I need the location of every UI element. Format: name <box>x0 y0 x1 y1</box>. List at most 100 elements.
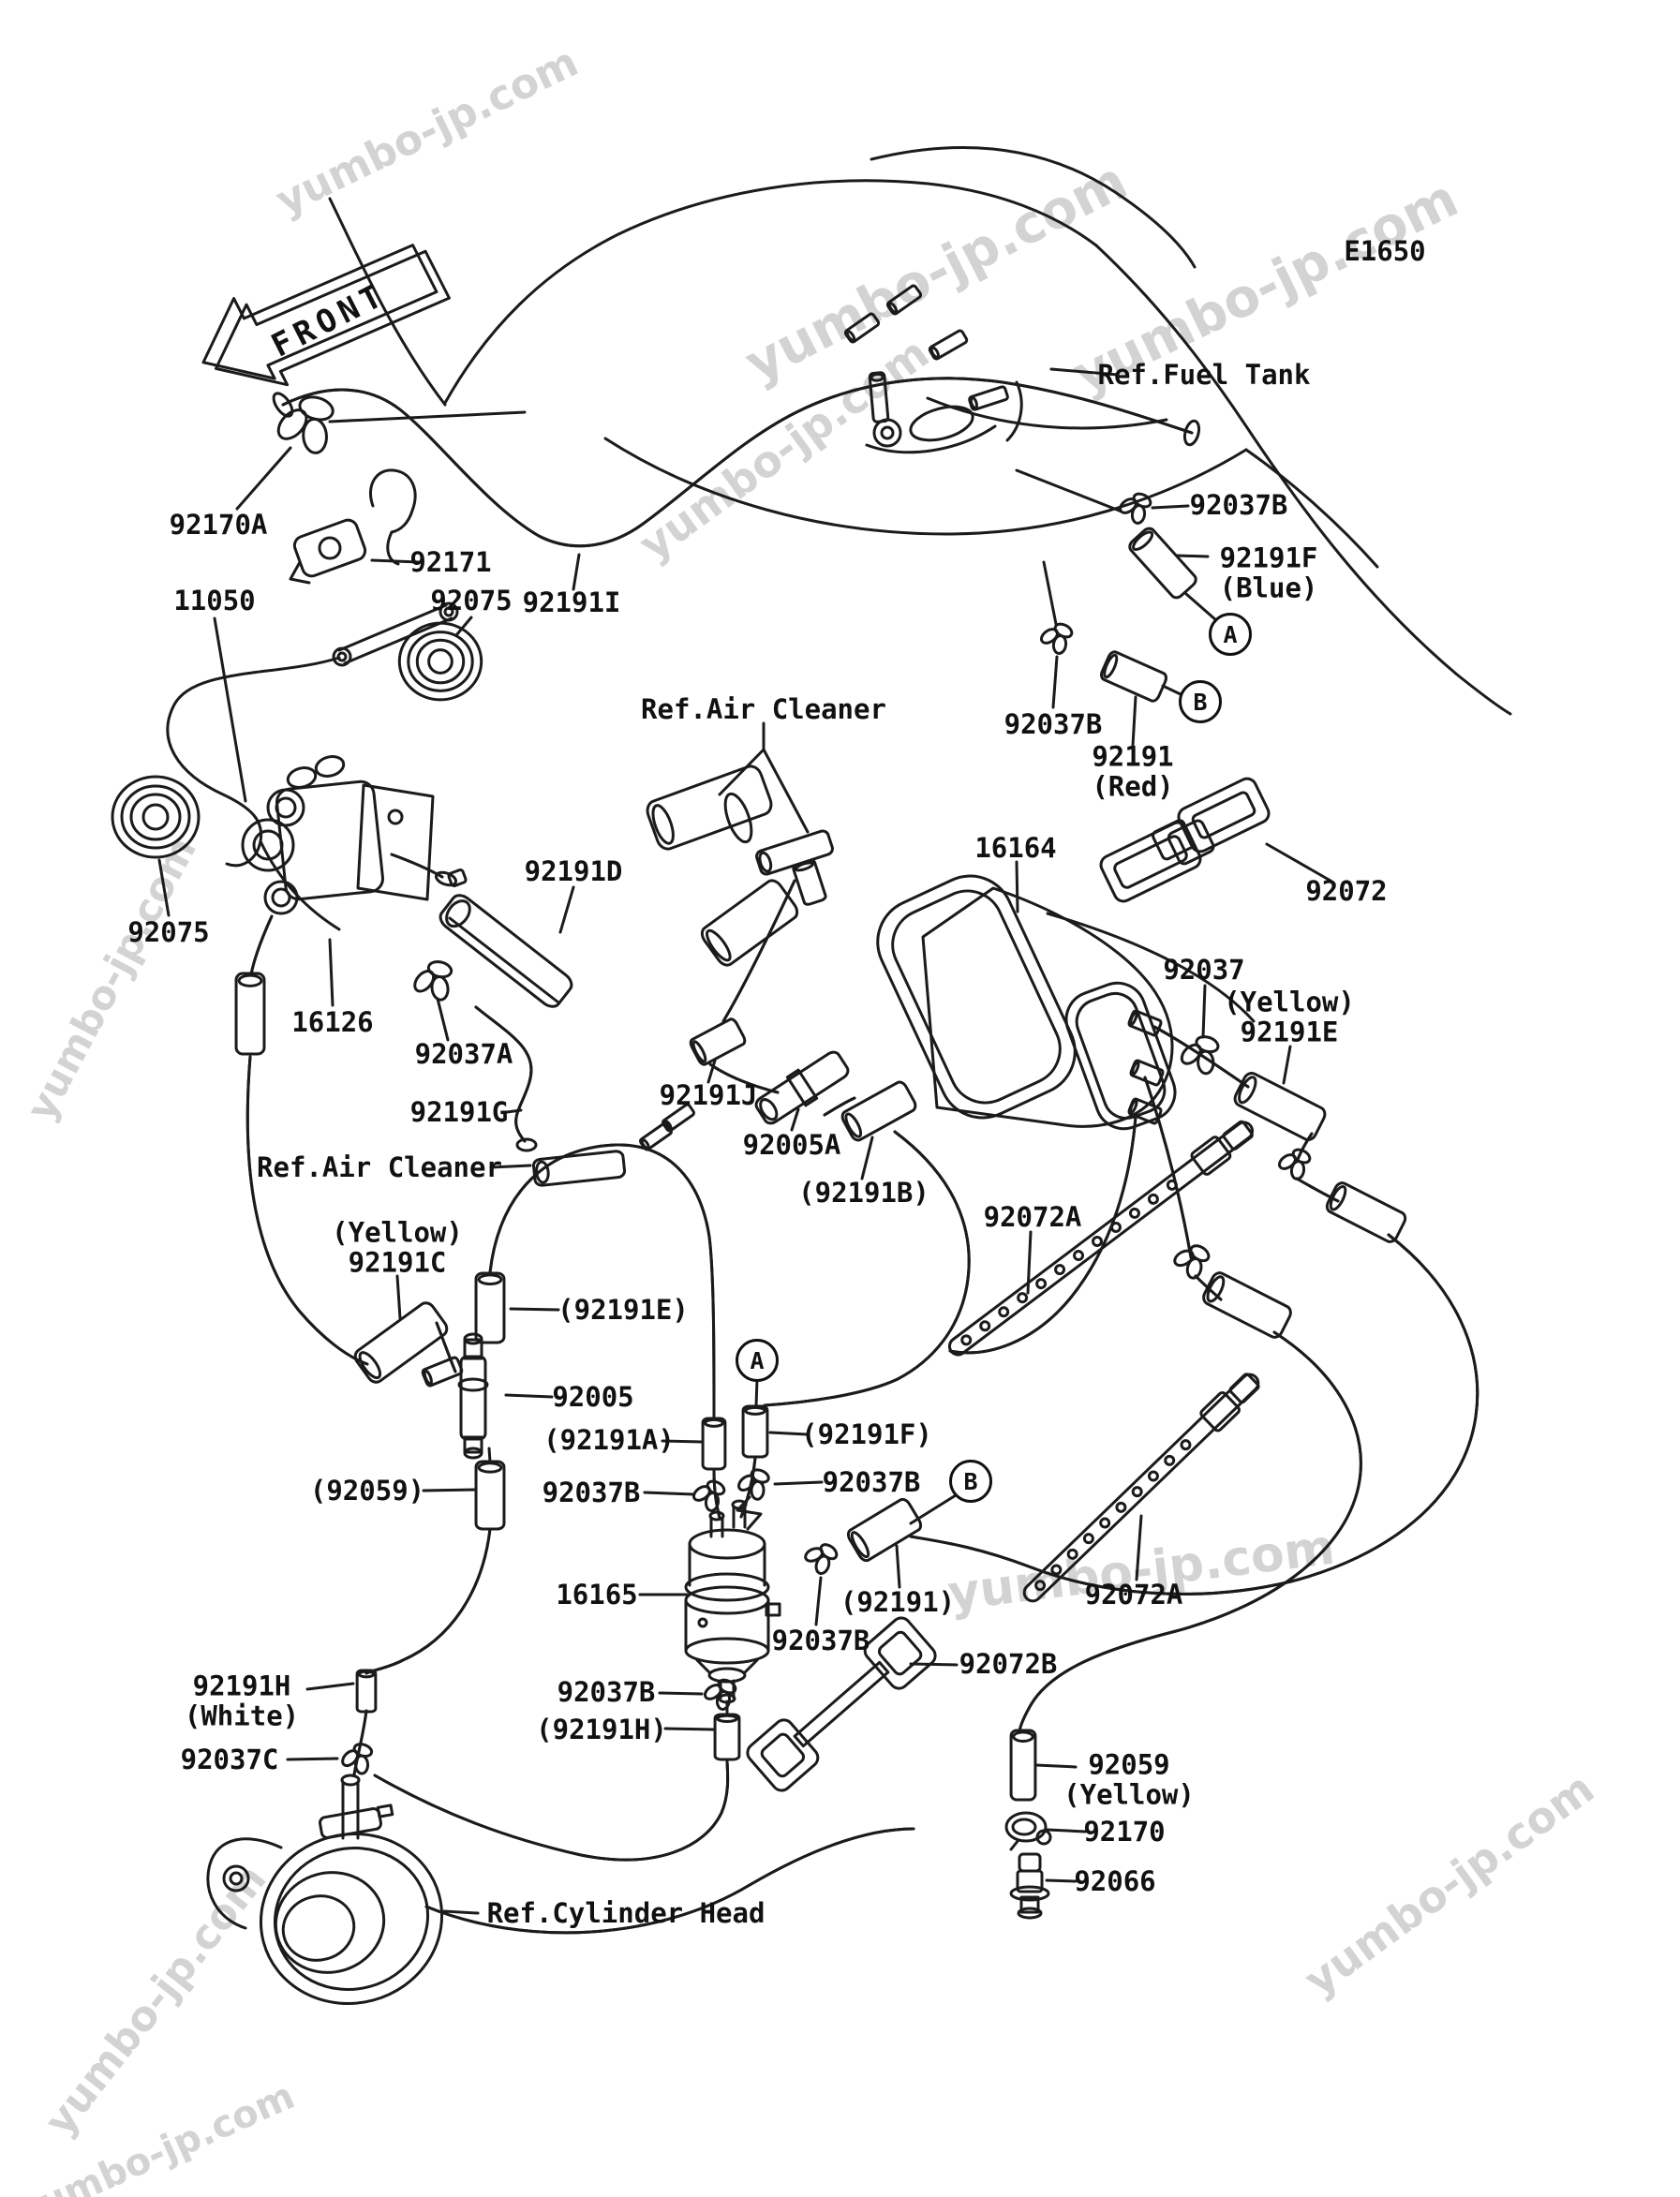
fuel-tank-outline <box>330 147 1510 714</box>
leader-line <box>506 1395 552 1397</box>
part-label-92170a: 92170A <box>169 508 268 541</box>
part-label-92075-upper: 92075 <box>430 584 513 616</box>
part-label-92191h-white: 92191H(White) <box>184 1670 300 1732</box>
part-label-92037b-1: 92037B <box>1189 488 1288 521</box>
strap-92072a-upper <box>944 1115 1258 1361</box>
leader-line <box>560 887 573 932</box>
part-label-92191h-paren: (92191H) <box>536 1713 667 1745</box>
part-label-92170: 92170 <box>1083 1815 1166 1848</box>
part-label-92037b-4: 92037B <box>822 1465 921 1498</box>
leader-line <box>792 1109 798 1130</box>
part-label-16164: 16164 <box>974 831 1057 864</box>
leader-line <box>1036 1765 1076 1767</box>
leader-line <box>862 1137 872 1179</box>
callout-A: A <box>1209 613 1252 656</box>
part-label-ref-cylinder-head: Ref.Cylinder Head <box>486 1896 766 1929</box>
part-label-16165: 16165 <box>556 1578 638 1611</box>
leader-line <box>424 1490 476 1491</box>
part-label-92005a: 92005A <box>742 1128 841 1161</box>
leader-line <box>397 1276 400 1318</box>
part-label-92075-lower: 92075 <box>127 915 210 948</box>
leader-line <box>507 1110 521 1112</box>
leader-line <box>159 860 169 915</box>
part-label-92191e-paren: (92191E) <box>558 1293 689 1326</box>
leader-line <box>444 1911 478 1913</box>
part-label-92072a-lower: 92072A <box>1084 1578 1183 1611</box>
part-label-92072: 92072 <box>1305 874 1388 907</box>
leader-line <box>307 1684 353 1689</box>
leader-line <box>456 617 471 635</box>
leader-line <box>708 1061 715 1082</box>
part-label-92037c: 92037C <box>180 1743 279 1775</box>
fitting-92005a <box>751 1047 853 1128</box>
part-label-92037b-2: 92037B <box>1004 707 1103 740</box>
valve-16126 <box>243 753 467 913</box>
leader-line <box>770 1433 807 1434</box>
leader-line <box>816 1578 821 1625</box>
part-label-ref-fuel-tank: Ref.Fuel Tank <box>1097 358 1311 391</box>
part-label-92191-red: 92191(Red) <box>1092 740 1174 803</box>
callout-A: A <box>736 1339 779 1382</box>
part-label-92191j: 92191J <box>659 1078 758 1111</box>
leader-line <box>1137 1516 1141 1580</box>
part-label-92191f-paren: (92191F) <box>801 1418 932 1450</box>
hose-92191g <box>476 1007 536 1150</box>
leader-line <box>775 1482 822 1484</box>
leader-line <box>1017 862 1018 912</box>
leader-line <box>215 618 245 801</box>
part-label-92037b-5: 92037B <box>771 1624 870 1656</box>
band-92072 <box>1098 776 1272 904</box>
clamp-92170a <box>267 387 525 462</box>
leader-line <box>372 560 419 562</box>
part-label-92191-paren: (92191) <box>840 1585 956 1618</box>
part-label-ref-air-cleaner-upper: Ref.Air Cleaner <box>641 692 886 725</box>
leader-line <box>1053 657 1057 707</box>
leader-line <box>1028 1232 1031 1293</box>
leader-line <box>1284 1047 1290 1083</box>
part-label-92037b-6: 92037B <box>557 1675 656 1708</box>
part-label-16126: 16126 <box>291 1005 374 1038</box>
strap-92072b <box>744 1614 939 1794</box>
leader-line <box>662 1441 702 1442</box>
center-hoses <box>247 1057 969 1933</box>
leader-line <box>1177 556 1208 557</box>
part-label-92072b: 92072B <box>959 1647 1058 1680</box>
leader-line <box>756 1379 757 1406</box>
part-label-diagram-code: E1650 <box>1344 234 1426 267</box>
part-label-92191f-blue: 92191F(Blue) <box>1219 542 1318 604</box>
part-label-92191e-yellow: (Yellow)92191E <box>1224 986 1355 1048</box>
hose-92191d <box>437 891 575 1010</box>
leader-line <box>1133 697 1136 746</box>
part-label-ref-air-cleaner-lower: Ref.Air Cleaner <box>257 1150 502 1183</box>
part-label-92191c-yellow: (Yellow)92191C <box>332 1216 463 1279</box>
part-label-92037b-3: 92037B <box>542 1476 641 1508</box>
part-label-92059-yellow: 92059(Yellow) <box>1063 1748 1195 1811</box>
part-label-92066: 92066 <box>1074 1864 1156 1897</box>
leader-line <box>1186 594 1216 620</box>
leader-line <box>1044 562 1056 624</box>
part-label-92191a-paren: (92191A) <box>543 1423 675 1456</box>
leader-line <box>237 448 290 509</box>
leader-line <box>1152 506 1188 508</box>
part-label-92072a-upper: 92072A <box>983 1200 1082 1233</box>
part-label-92037a: 92037A <box>414 1037 513 1070</box>
canister-16164 <box>864 862 1254 1136</box>
leader-line <box>720 750 764 794</box>
leader-line <box>911 1664 957 1665</box>
fuel-tap-fittings <box>843 284 1021 453</box>
part-label-92191i: 92191I <box>522 586 621 618</box>
callout-B: B <box>949 1460 992 1503</box>
leader-line <box>511 1309 558 1310</box>
part-label-11050: 11050 <box>173 584 256 616</box>
part-label-92059-paren: (92059) <box>309 1474 425 1507</box>
plug-92066 <box>1011 1854 1048 1918</box>
tee-92005 <box>421 1334 487 1458</box>
leader-line <box>330 940 333 1005</box>
callout-B: B <box>1179 680 1222 723</box>
clamp-92170 <box>1006 1813 1050 1849</box>
leader-line <box>1017 470 1122 512</box>
bracket-92171 <box>290 470 415 583</box>
leader-line <box>660 1693 702 1694</box>
leader-line <box>491 1165 530 1167</box>
